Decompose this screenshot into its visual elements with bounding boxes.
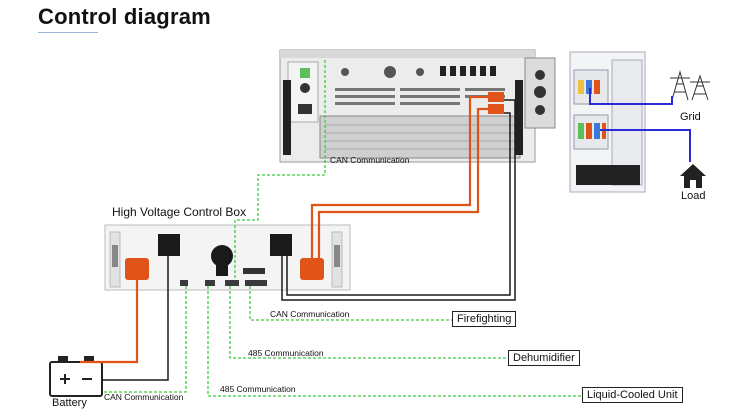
title-underline: [38, 32, 98, 33]
ac-wiring: [589, 88, 691, 162]
liquid-cooled-comm-label: 485 Communication: [220, 384, 296, 394]
power-cables: [80, 95, 488, 364]
dehumidifier-device: Dehumidifier: [508, 350, 580, 366]
liquid-cooled-unit-device: Liquid-Cooled Unit: [582, 387, 683, 403]
dehumidifier-comm-label: 485 Communication: [248, 348, 324, 358]
battery-label: Battery: [52, 397, 87, 409]
ac-distribution-box: [569, 51, 646, 193]
grid-tower-icon: [670, 70, 710, 101]
battery-comm-label: CAN Communication: [104, 392, 184, 402]
battery-icon: [49, 356, 103, 397]
comm-lines: [102, 60, 582, 397]
firefighting-device: Firefighting: [452, 311, 517, 327]
grid-label: Grid: [680, 111, 701, 123]
load-house-icon: [680, 164, 706, 188]
page-title: Control diagram: [38, 4, 211, 29]
signal-wires: [102, 99, 516, 381]
firefighting-comm-label: CAN Communication: [270, 309, 350, 319]
inverter-comm-label: CAN Communication: [330, 155, 410, 165]
load-label: Load: [681, 190, 706, 202]
hv-box-title: High Voltage Control Box: [112, 205, 247, 219]
hv-control-box: [104, 224, 351, 291]
inverter: [279, 49, 556, 163]
